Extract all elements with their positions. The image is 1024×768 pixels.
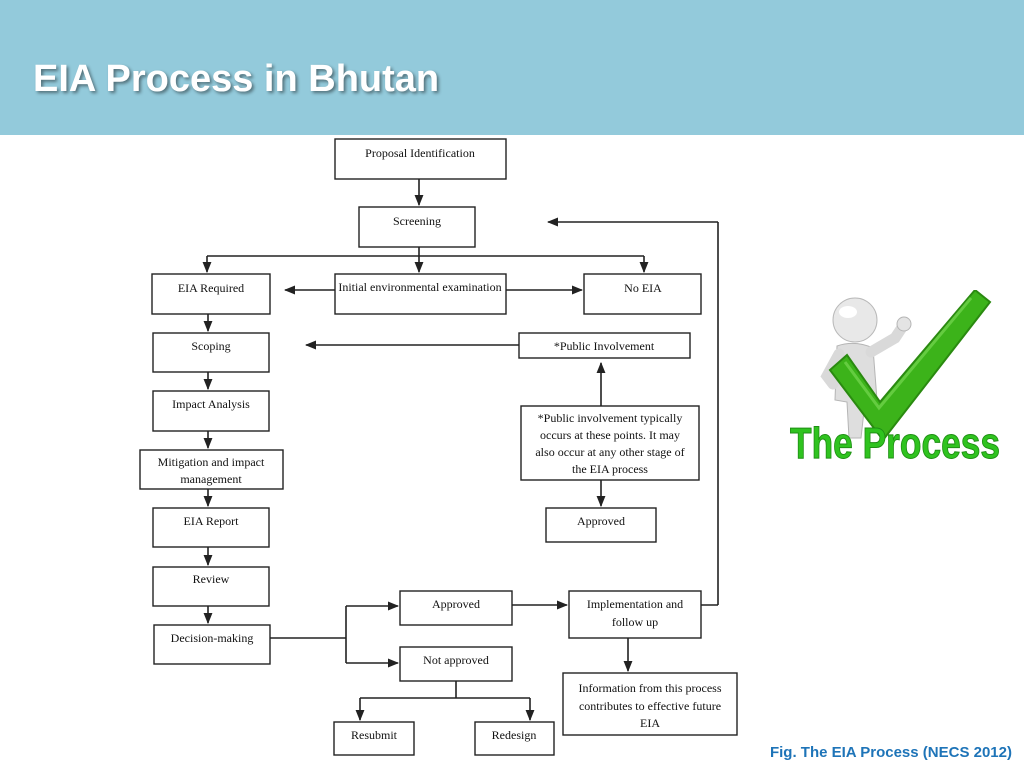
header-bar <box>0 0 1024 135</box>
slide-title: EIA Process in Bhutan <box>33 58 440 100</box>
public-involvement-label: *Public Involvement <box>554 339 655 353</box>
public-note-line-3: also occur at any other stage of <box>535 445 684 459</box>
the-process-graphic: The Process <box>790 290 1001 469</box>
checkmark-icon <box>828 290 992 442</box>
box-implementation: Implementation and follow up <box>568 590 702 639</box>
box-approved: Approved <box>399 590 513 626</box>
public-note-line-4: the EIA process <box>572 462 648 476</box>
box-resubmit: Resubmit <box>333 721 415 756</box>
figure-icon <box>820 297 912 439</box>
box-eia-report: EIA Report <box>152 507 270 548</box>
flowchart-connectors <box>202 179 719 722</box>
screening-label: Screening <box>393 214 441 228</box>
resubmit-label: Resubmit <box>351 728 398 742</box>
impact-analysis-label: Impact Analysis <box>172 397 250 411</box>
information-line-3: EIA <box>640 716 660 730</box>
scoping-label: Scoping <box>191 339 230 353</box>
box-approved-right: Approved <box>545 507 657 543</box>
eia-report-label: EIA Report <box>184 514 240 528</box>
decision-label: Decision-making <box>171 631 254 645</box>
box-decision-making: Decision-making <box>153 624 271 665</box>
box-no-eia: No EIA <box>583 273 702 315</box>
public-note-line-2: occurs at these points. It may <box>540 428 680 442</box>
iee-label: Initial environmental examination <box>338 280 501 294</box>
figure-caption: Fig. The EIA Process (NECS 2012) <box>769 744 1012 761</box>
implementation-line-2: follow up <box>612 615 658 629</box>
redesign-label: Redesign <box>492 728 537 742</box>
approved-label: Approved <box>432 597 480 611</box>
box-public-involvement: *Public Involvement <box>518 332 691 359</box>
box-proposal-identification: Proposal Identification <box>334 138 507 180</box>
implementation-line-1: Implementation and <box>587 597 683 611</box>
information-line-2: contributes to effective future <box>579 699 721 713</box>
box-not-approved: Not approved <box>399 646 513 682</box>
box-initial-environmental-examination: Initial environmental examination <box>334 273 507 315</box>
approved-right-label: Approved <box>577 514 625 528</box>
review-label: Review <box>193 572 230 586</box>
public-note-line-1: *Public involvement typically <box>538 411 683 425</box>
box-eia-required: EIA Required <box>151 273 271 315</box>
box-redesign: Redesign <box>474 721 555 756</box>
box-mitigation: Mitigation and impact management <box>139 449 284 490</box>
mitigation-line-2: management <box>180 472 242 486</box>
information-line-1: Information from this process <box>579 681 722 695</box>
not-approved-label: Not approved <box>423 653 489 667</box>
box-scoping: Scoping <box>152 332 270 373</box>
the-process-label: The Process <box>790 419 1000 468</box>
proposal-label: Proposal Identification <box>365 146 475 160</box>
box-impact-analysis: Impact Analysis <box>152 390 270 432</box>
box-public-involvement-note: *Public involvement typically occurs at … <box>520 405 700 481</box>
no-eia-label: No EIA <box>624 281 662 295</box>
mitigation-line-1: Mitigation and impact <box>158 455 265 469</box>
box-screening: Screening <box>358 206 476 248</box>
box-information: Information from this process contribute… <box>562 672 738 736</box>
box-review: Review <box>152 566 270 607</box>
eia-required-label: EIA Required <box>178 281 244 295</box>
